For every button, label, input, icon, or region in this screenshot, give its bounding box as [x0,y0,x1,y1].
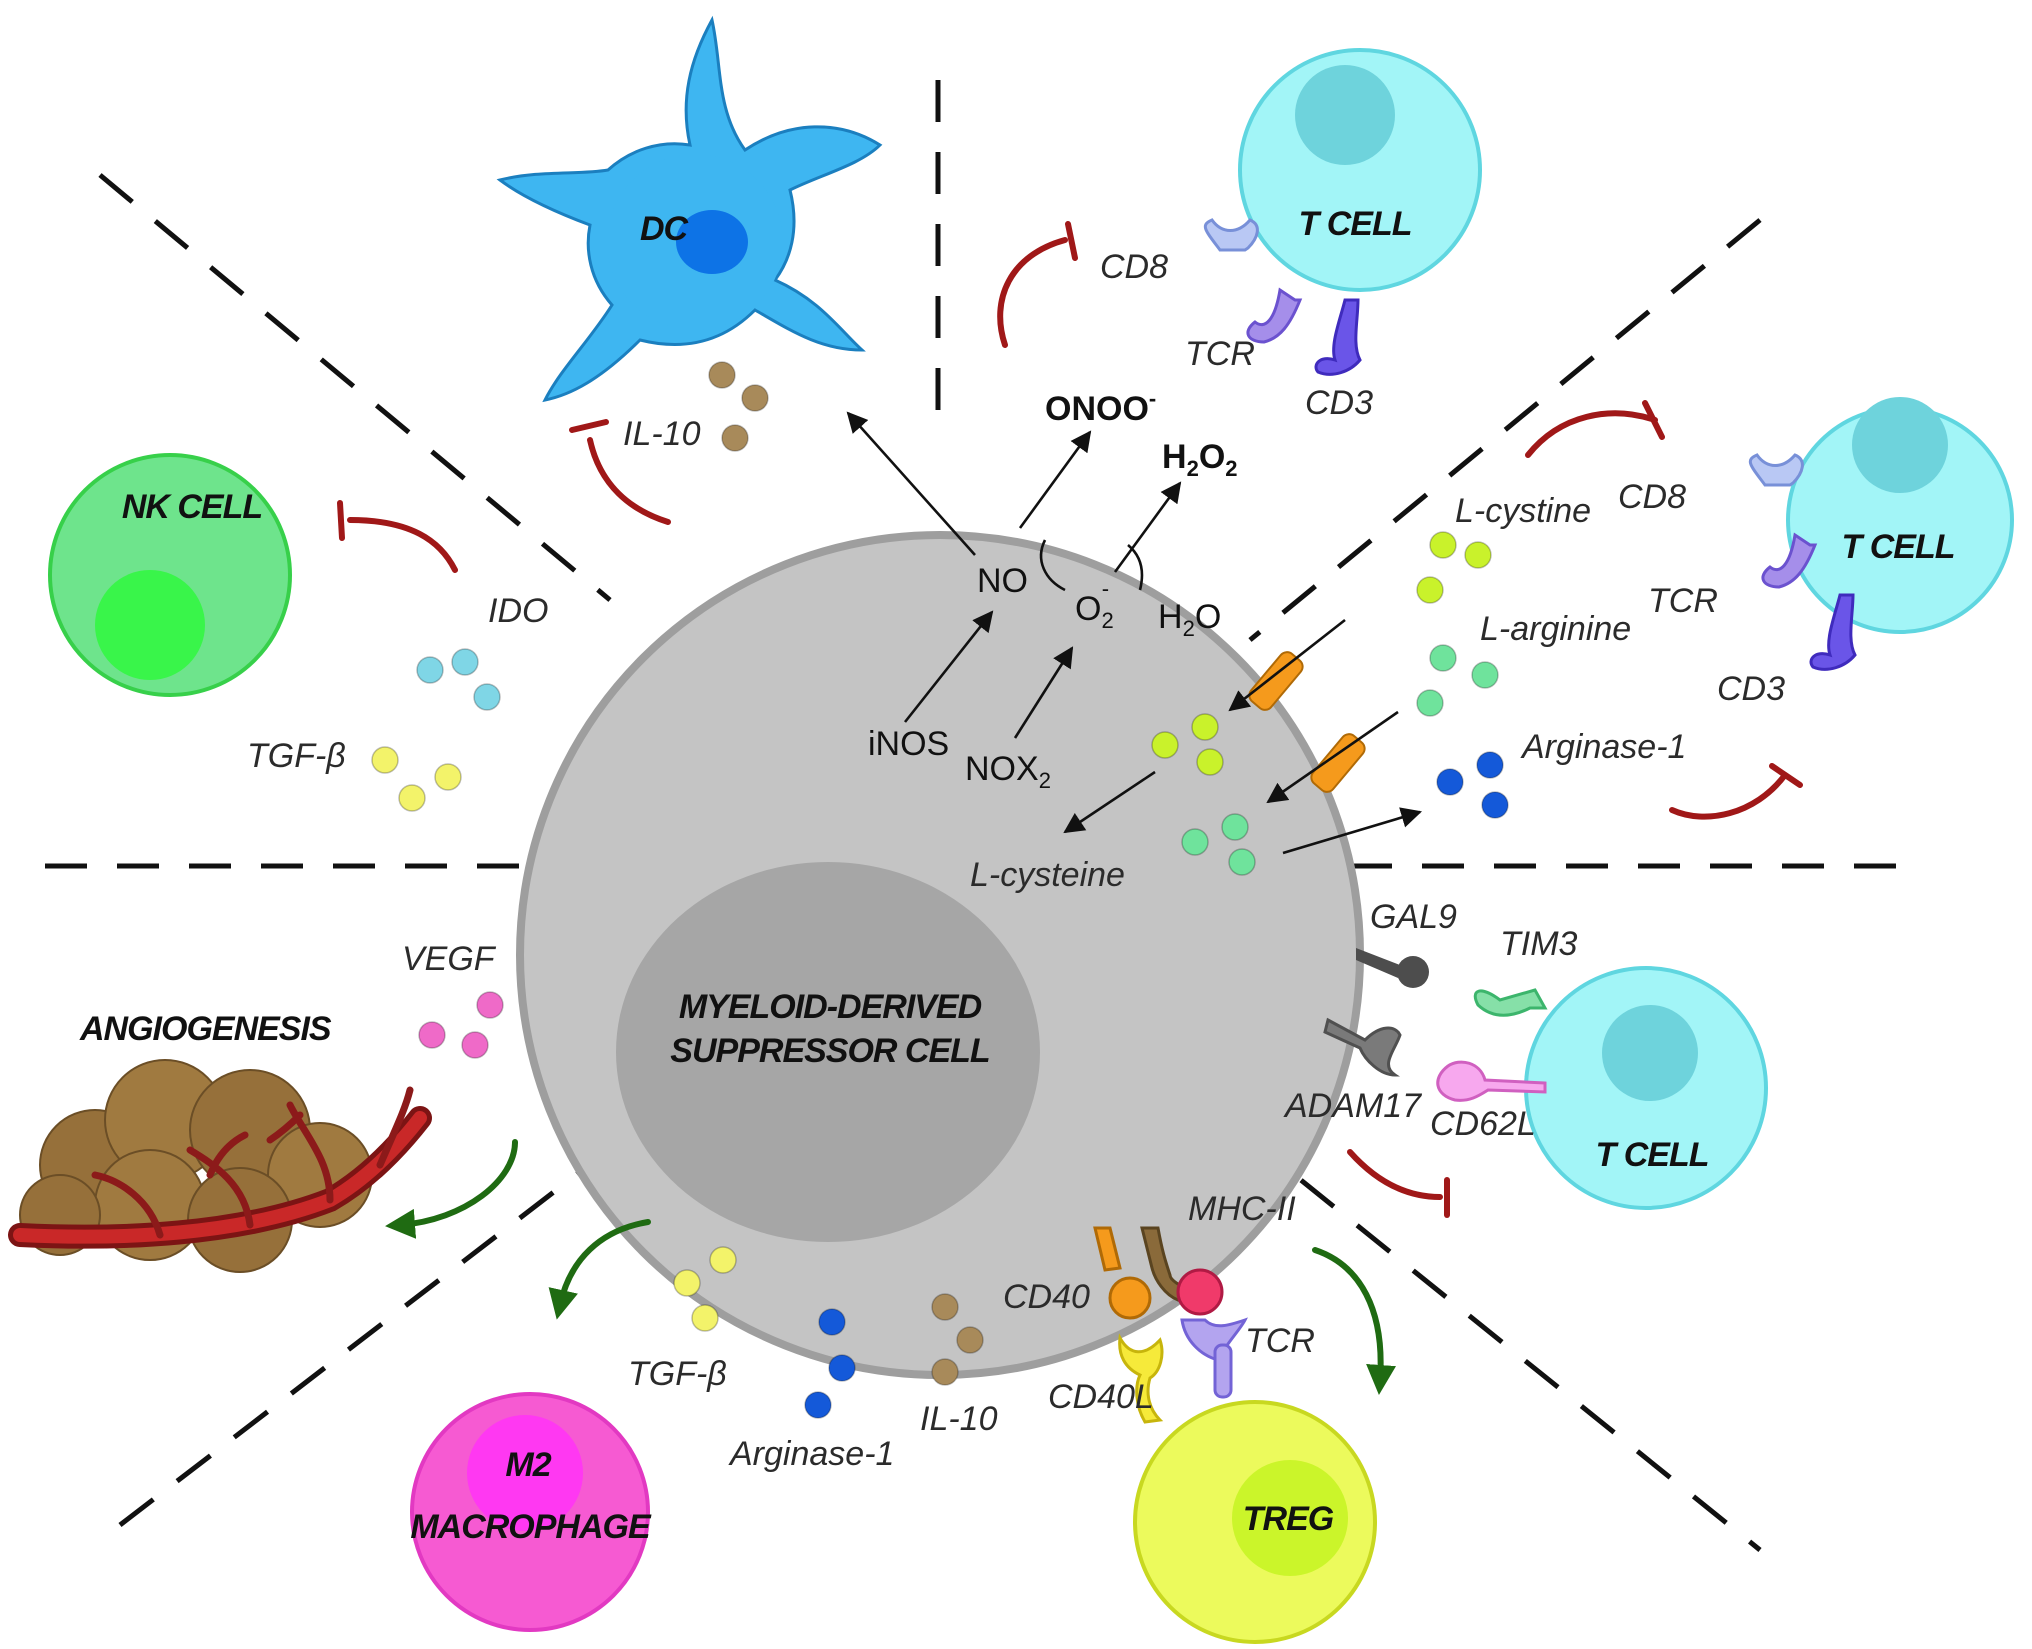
receptor-tcr-right: TCR [1648,582,1718,620]
label-vegf: VEGF [402,940,497,978]
chem-no: NO [977,562,1028,600]
receptor-cd3-right: CD3 [1717,670,1785,708]
label-il10-top: IL-10 [623,415,701,453]
label-ido: IDO [488,592,548,630]
nk-cell: NK CELL [48,453,292,697]
arginase-right-dots [1436,751,1509,819]
label-tgfb-left: TGF-β [247,737,346,775]
t-cell-lower-label: T CELL [1596,1136,1709,1174]
il10-top-dots [708,361,769,452]
angiogenesis-tumor: ANGIOGENESIS [8,1010,432,1273]
receptor-mhc2: MHC-II [1188,1190,1296,1228]
t-cell-top-label: T CELL [1299,205,1412,243]
label-arginase-right: Arginase-1 [1520,728,1686,766]
receptor-adam17: ADAM17 [1283,1087,1422,1125]
chem-onoo: ONOO- [1045,386,1156,428]
molecule-labels: IL-10 IDO TGF-β VEGF TGF-β Arginase-1 IL… [247,415,1686,1473]
vegf-dots [418,991,504,1059]
chem-h2o2: H2O2 [1162,438,1238,481]
label-l-arginine: L-arginine [1480,610,1631,648]
t-cell-right: T CELL [1786,397,2014,634]
receptor-tcr-treg: TCR [1245,1322,1315,1360]
chem-inos: iNOS [868,725,949,763]
mdsc-label-line1: MYELOID-DERIVED [679,988,982,1026]
mdsc-cell: MYELOID-DERIVED SUPPRESSOR CELL [516,531,1364,1379]
receptor-cd3-top: CD3 [1305,384,1373,422]
dendritic-cell: DC [496,15,883,403]
tgfb-left-dots [371,746,462,812]
treg-cell: TREG [1133,1400,1377,1644]
receptor-tcr-top: TCR [1185,335,1255,373]
receptor-cd40: CD40 [1003,1278,1090,1316]
chem-nox2: NOX2 [965,750,1051,793]
chemistry: ONOO- H2O2 NO O2- H2O iNOS NOX2 [868,386,1238,793]
label-l-cystine: L-cystine [1455,492,1591,530]
receptors-right: CD8 TCR CD3 [1618,453,1857,708]
nk-cell-label: NK CELL [122,488,262,526]
receptors-lower-right: GAL9 TIM3 ADAM17 CD62L [1283,898,1578,1143]
label-arginase-bottom: Arginase-1 [728,1435,894,1473]
receptor-cd62l: CD62L [1430,1105,1536,1143]
mdsc-label-line2: SUPPRESSOR CELL [670,1032,989,1070]
l-arginine-dots [1416,644,1499,717]
label-tgfb-bottom: TGF-β [628,1355,727,1393]
t-cell-lower: T CELL [1524,966,1768,1210]
receptor-cd8-right: CD8 [1618,478,1686,516]
m2-macrophage: M2 MACROPHAGE [410,1392,653,1632]
chem-o2: O2- [1075,576,1114,633]
reaction-arrows [846,411,1422,855]
receptor-cd40l: CD40L [1048,1378,1154,1416]
sector-dividers [45,80,1920,1552]
m2-label-line1: M2 [505,1446,551,1484]
chem-h2o: H2O [1158,598,1221,641]
angiogenesis-label: ANGIOGENESIS [79,1010,332,1048]
label-il10-bottom: IL-10 [920,1400,998,1438]
receptor-gal9: GAL9 [1370,898,1457,936]
receptor-cd8-top: CD8 [1100,248,1168,286]
t-cell-top: T CELL [1238,48,1482,292]
treg-label: TREG [1243,1500,1334,1538]
l-cystine-dots [1416,531,1492,604]
dc-label: DC [640,210,689,248]
m2-label-line2: MACROPHAGE [410,1508,652,1546]
inhibition-arcs [337,221,1803,1218]
stimulation-arcs [385,1139,1397,1395]
receptors-top: CD8 TCR CD3 [1100,218,1373,422]
t-cell-right-label: T CELL [1842,528,1955,566]
ido-dots [416,648,501,711]
label-l-cysteine: L-cysteine [970,856,1125,894]
receptor-tim3: TIM3 [1500,925,1578,963]
receptors-treg: MHC-II TCR CD40 CD40L [1003,1190,1315,1424]
